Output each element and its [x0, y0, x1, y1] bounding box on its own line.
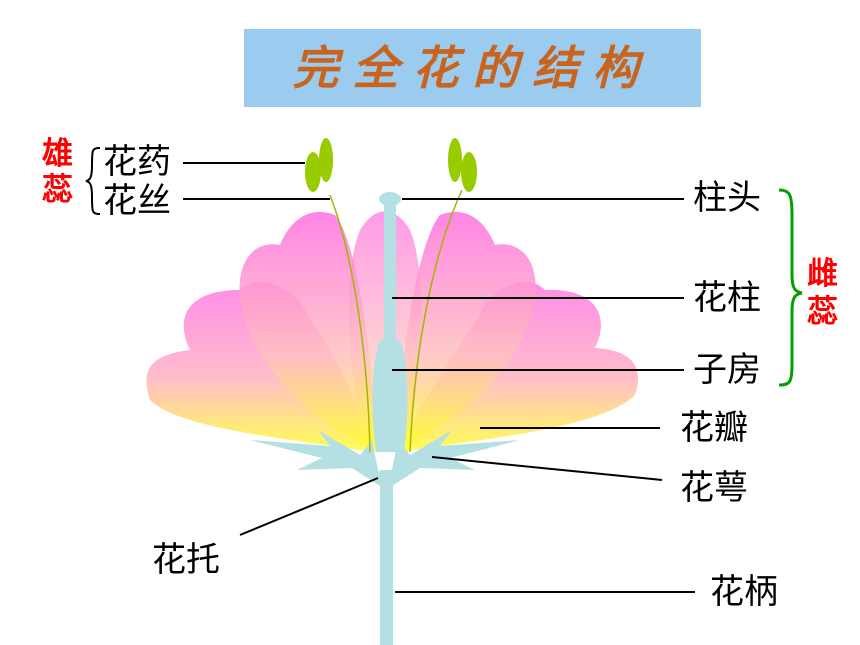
anther-left-a: [305, 152, 321, 192]
pistil-label-2: 蕊: [807, 292, 838, 332]
leader-sepal: [431, 456, 663, 481]
style-shape: [384, 200, 396, 340]
pedicel-label: 花柄: [710, 572, 778, 612]
filament-right: [409, 189, 463, 453]
anther-label: 花药: [103, 142, 171, 182]
style-label: 花柱: [693, 278, 761, 318]
stamen-bracket: [85, 147, 101, 215]
sepal-label: 花萼: [680, 468, 748, 508]
filament-label: 花丝: [103, 181, 171, 221]
stamen-label-2: 蕊: [42, 170, 73, 210]
stamen-char-1: 雄: [42, 136, 73, 172]
stigma-label: 柱头: [693, 178, 761, 218]
pistil-char-2: 蕊: [807, 294, 838, 330]
receptacle-label: 花托: [152, 540, 220, 580]
filament-left: [329, 194, 371, 453]
petal-left-inner: [239, 211, 378, 452]
pedicel-stem: [380, 470, 393, 645]
petal-right-inner: [395, 211, 536, 452]
diagram-title: 完全花的结构: [292, 41, 653, 95]
ovary-shape: [372, 337, 408, 452]
anther-right-a: [448, 138, 462, 182]
pistil-bracket: [778, 188, 803, 387]
anther-right-b: [461, 152, 477, 192]
stamen-char-2: 蕊: [42, 172, 73, 208]
petal-label: 花瓣: [680, 408, 748, 448]
pistil-label-1: 雌: [807, 254, 838, 294]
leader-receptacle: [239, 477, 379, 536]
anther-left-b: [319, 138, 333, 182]
pistil-char-1: 雌: [807, 256, 838, 292]
stamen-label-1: 雄: [42, 134, 73, 174]
ovary-label: 子房: [693, 350, 761, 390]
title-banner: 完全花的结构: [244, 29, 701, 107]
